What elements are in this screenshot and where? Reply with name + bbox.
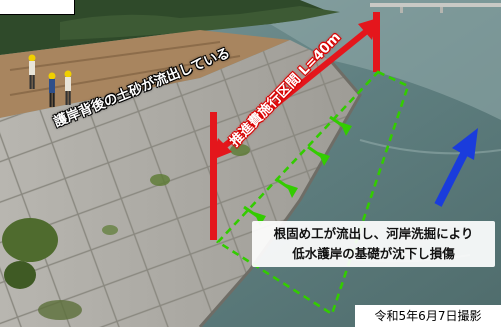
damage-description-box: 根固め工が流出し、河岸洗掘により 低水護岸の基礎が沈下し損傷 — [252, 221, 495, 267]
flow-direction-arrow-icon — [434, 128, 478, 207]
photo-date-label: 令和5年6月7日撮影 — [355, 305, 501, 327]
section-arrow-icon — [210, 12, 380, 240]
river-water-far — [230, 0, 501, 120]
sediment-flow-arrows — [243, 115, 352, 226]
workers — [28, 54, 72, 107]
damage-description-line2: 低水護岸の基礎が沈下し損傷 — [292, 246, 455, 261]
bridge — [370, 3, 501, 7]
vegetation-patch — [2, 218, 58, 262]
damage-outline-icon — [215, 70, 410, 316]
corner-label-box — [0, 0, 75, 15]
damage-description-line1: 根固め工が流出し、河岸洗掘により — [273, 226, 474, 241]
upper-path — [0, 30, 290, 118]
